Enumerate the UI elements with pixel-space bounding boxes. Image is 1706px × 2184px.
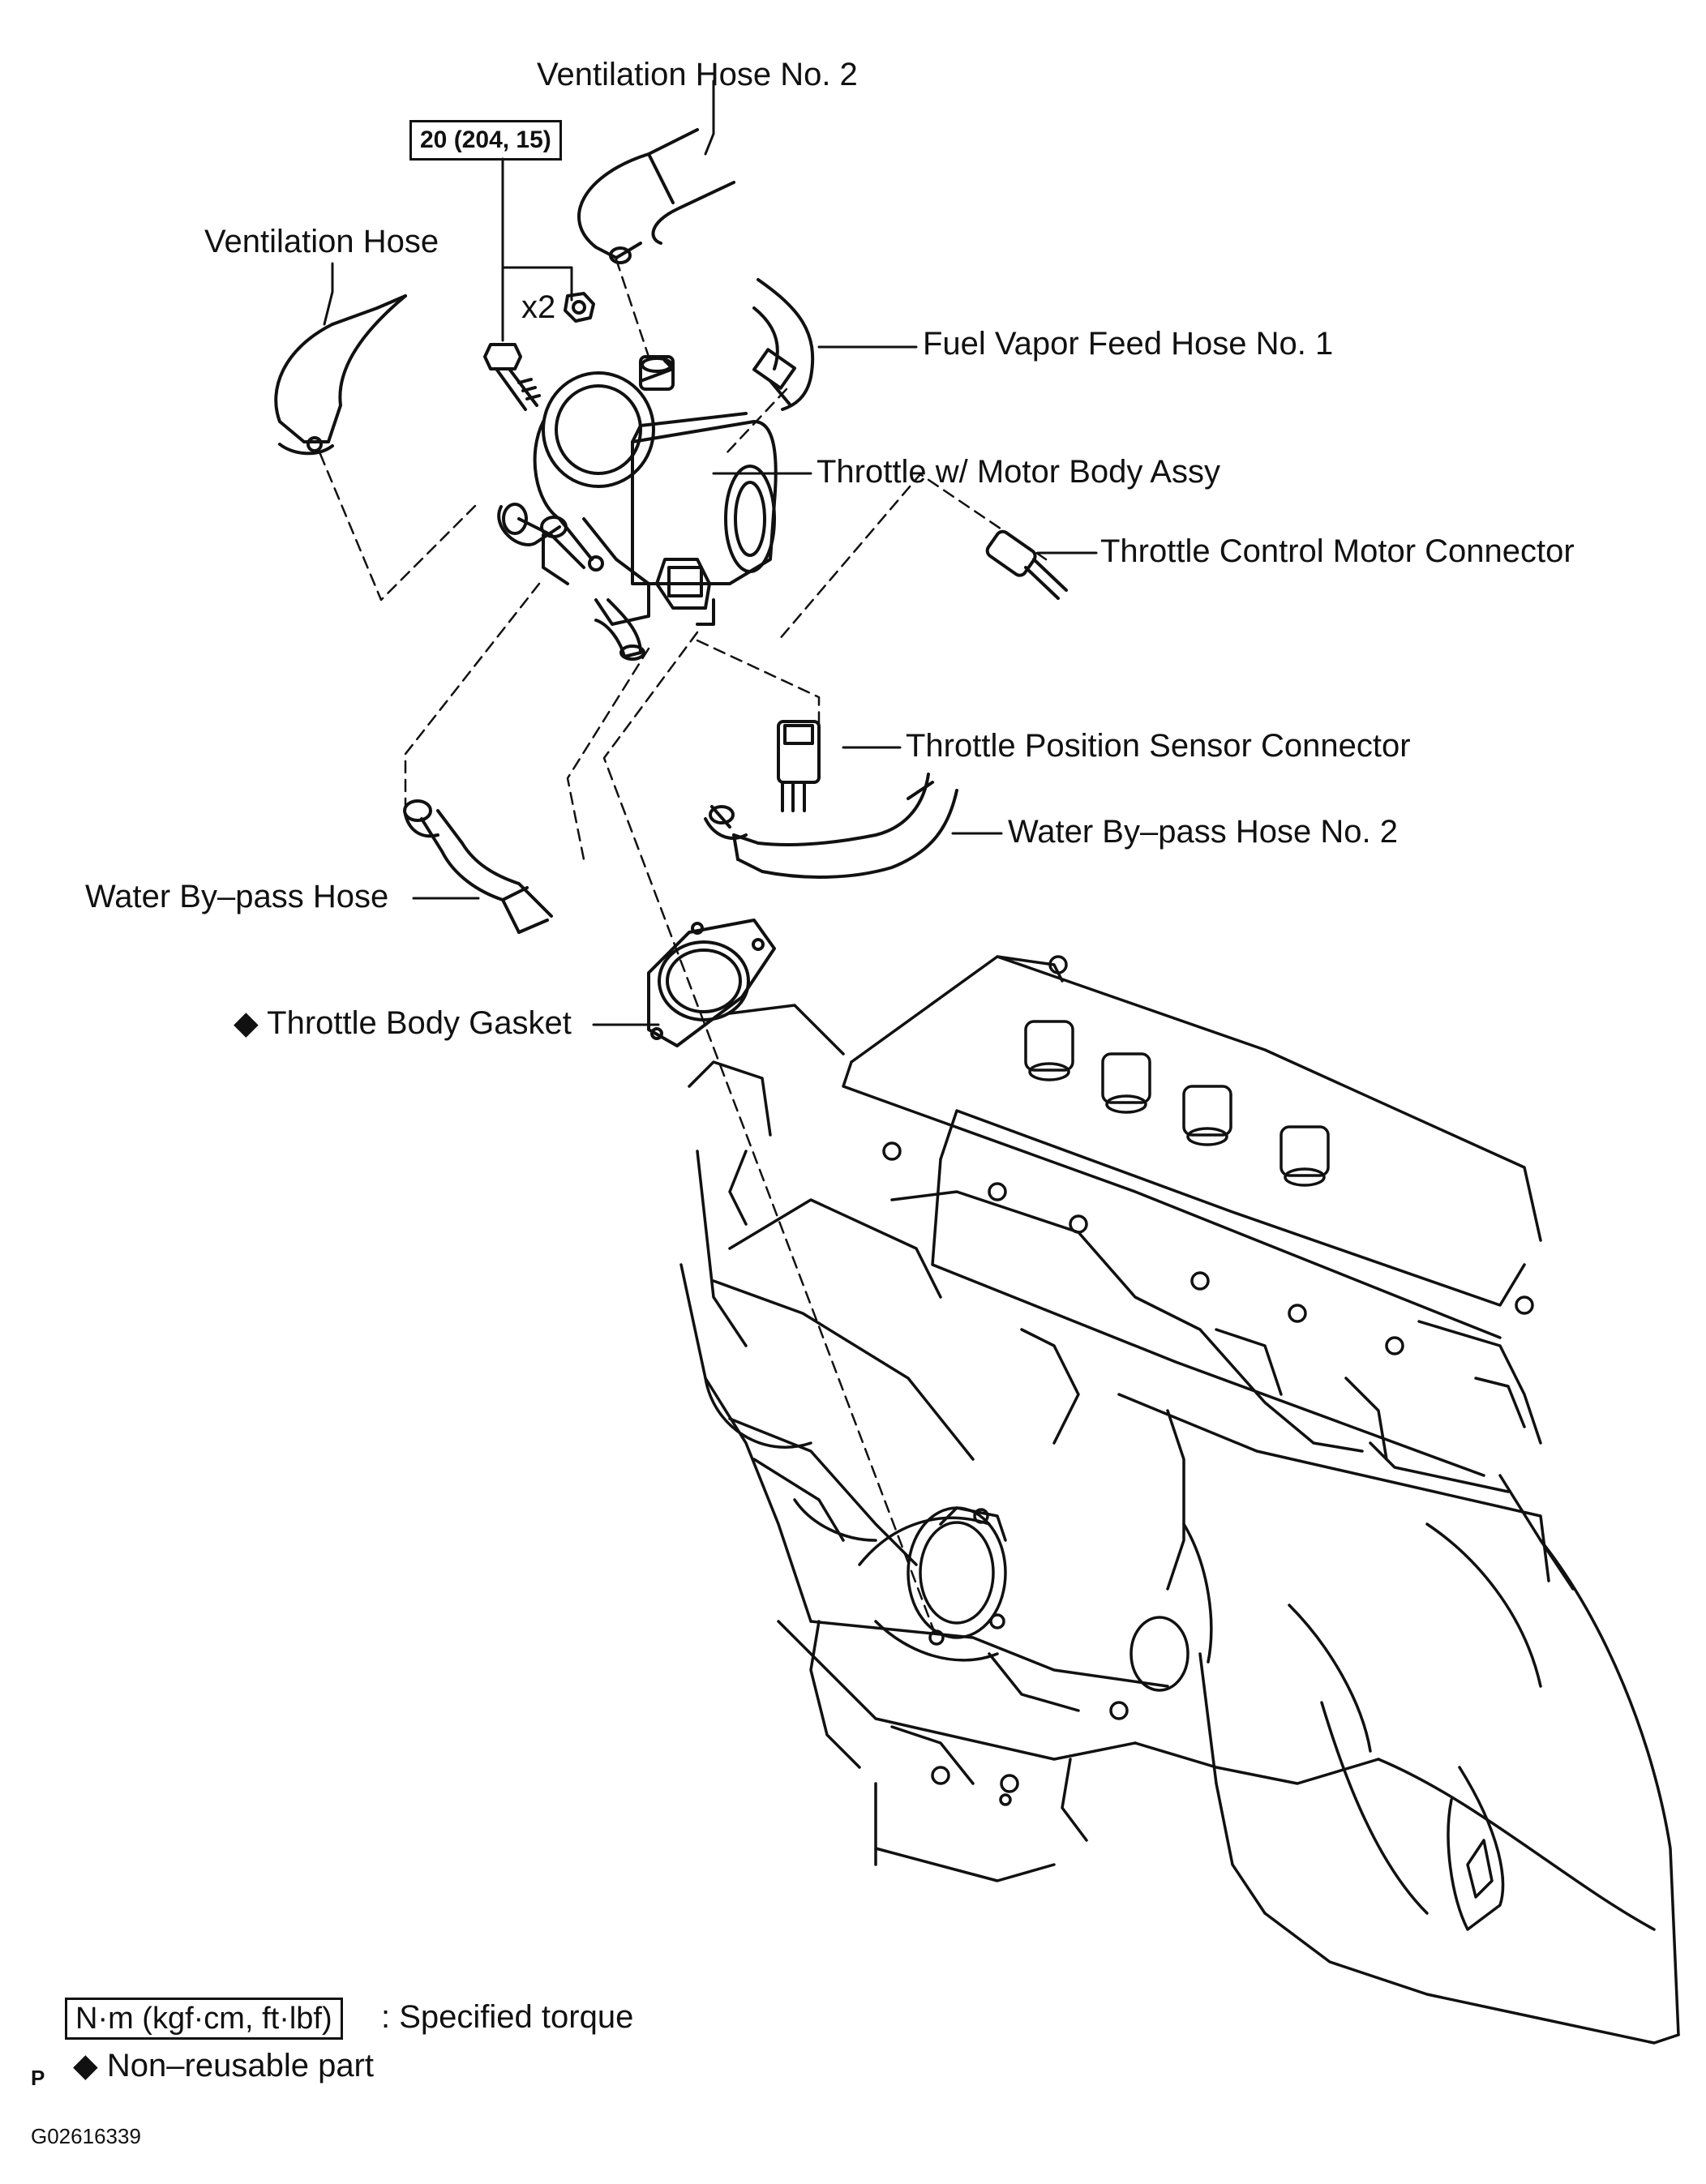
engine-assembly-drawing bbox=[679, 955, 1680, 2045]
throttle-control-motor-connector-part bbox=[985, 529, 1068, 600]
throttle-body-gasket-part bbox=[647, 919, 776, 1047]
label-throttle-body-gasket: ◆ Throttle Body Gasket bbox=[234, 1005, 572, 1041]
label-ventilation-hose-no2: Ventilation Hose No. 2 bbox=[537, 57, 858, 92]
gasket-label-text: Throttle Body Gasket bbox=[267, 1005, 572, 1041]
non-reusable-diamond-icon: ◆ bbox=[234, 1005, 259, 1041]
legend-nonreusable: ◆ Non–reusable part bbox=[73, 2048, 374, 2083]
ventilation-hose-no2-part bbox=[577, 128, 735, 264]
figure-id: G02616339 bbox=[31, 2124, 141, 2148]
throttle-position-sensor-connector-part bbox=[777, 720, 821, 812]
water-bypass-hose-no2-part bbox=[704, 773, 958, 879]
bolt-and-nut bbox=[483, 292, 595, 411]
ventilation-hose-part bbox=[274, 294, 407, 456]
label-ventilation-hose: Ventilation Hose bbox=[204, 224, 439, 259]
assembly-dashed-lines bbox=[319, 258, 1048, 1639]
page-letter: P bbox=[31, 2066, 45, 2090]
throttle-body-assembly bbox=[497, 355, 778, 661]
label-throttle-position-sensor-connector: Throttle Position Sensor Connector bbox=[906, 728, 1411, 764]
legend-torque-units-box: N·m (kgf·cm, ft·lbf) bbox=[65, 1998, 343, 2040]
label-quantity: x2 bbox=[521, 289, 556, 325]
torque-spec-box: 20 (204, 15) bbox=[409, 120, 562, 161]
label-water-bypass-hose-no2: Water By–pass Hose No. 2 bbox=[1008, 814, 1398, 850]
legend-diamond-icon: ◆ bbox=[73, 2048, 98, 2083]
label-throttle-control-motor-connector: Throttle Control Motor Connector bbox=[1100, 533, 1575, 569]
legend-torque-description: : Specified torque bbox=[381, 1999, 634, 2035]
label-fuel-vapor-feed-hose: Fuel Vapor Feed Hose No. 1 bbox=[923, 326, 1334, 362]
label-throttle-body-assy: Throttle w/ Motor Body Assy bbox=[817, 454, 1220, 490]
fuel-vapor-feed-hose-part bbox=[752, 278, 815, 411]
label-water-bypass-hose: Water By–pass Hose bbox=[85, 879, 389, 914]
legend-nonreusable-text: Non–reusable part bbox=[106, 2048, 374, 2083]
water-bypass-hose-part bbox=[403, 799, 553, 934]
leader-lines bbox=[323, 79, 1098, 1026]
